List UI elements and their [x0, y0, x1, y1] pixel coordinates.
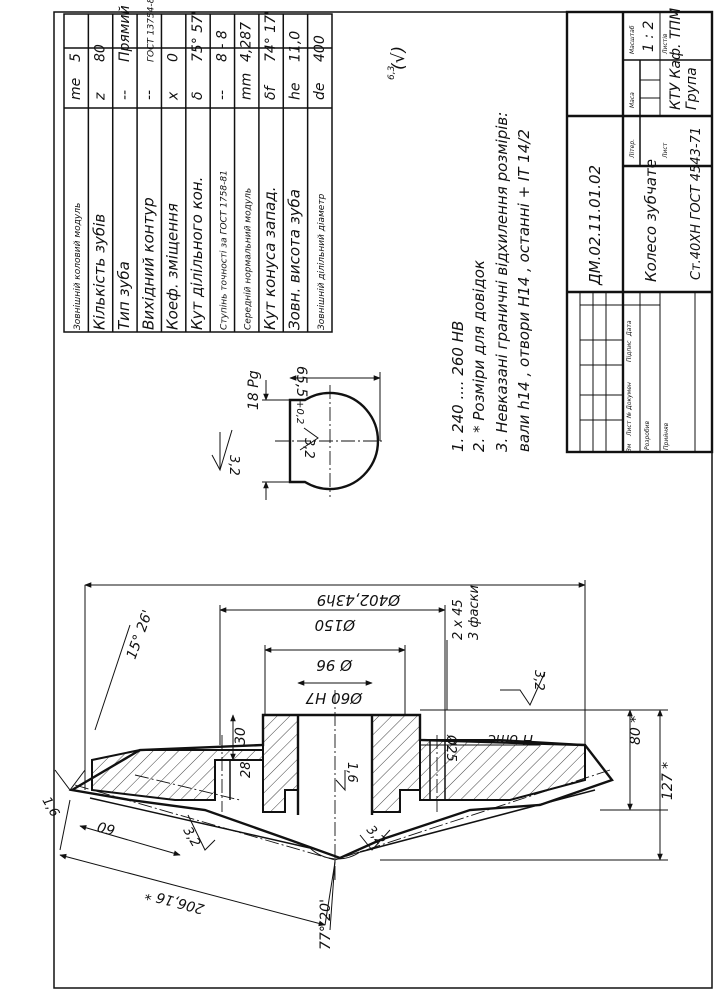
keyway-roughness-b: 3,2 — [301, 438, 316, 459]
param-symbol: δ — [190, 91, 206, 100]
param-symbol: -- — [214, 90, 230, 100]
keyway-section: 18 Pg 65,5 +0,2 3,2 3,2 — [211, 366, 385, 500]
general-roughness-value: 6,3 — [387, 65, 397, 80]
keyway-depth-tol: +0,2 — [294, 400, 305, 424]
param-value: 5 — [68, 53, 84, 62]
general-roughness-suffix: (√) — [389, 46, 409, 70]
note-4: вали h14 , отвори H14 , останні + IT 14/… — [515, 129, 533, 452]
param-name: Середній нормальний модуль — [244, 188, 254, 330]
title-material: Ст.40ХН ГОСТ 4543-71 — [689, 127, 704, 280]
chamfer-size: 2 x 45 — [451, 599, 466, 640]
param-symbol: mm — [239, 73, 255, 100]
rough-16-left: 1,6 — [39, 795, 62, 820]
keyway-width: 18 Pg — [246, 370, 262, 410]
h-ome: Н ome — [487, 731, 533, 747]
label-mass: Маса — [629, 92, 636, 108]
param-value: 8 - 8 — [214, 30, 230, 62]
chamfer-note: 3 фаски — [467, 585, 482, 640]
param-name: Зовн. висота зуба — [285, 189, 303, 330]
gear-section-view: Ø402,43h9 Ø150 Ø 96 Ø60 H7 2 x 45 3 фаск… — [39, 580, 676, 950]
param-value: 75° 57' — [190, 11, 206, 62]
param-name: Зовнішній коловий модуль — [73, 203, 83, 330]
rough-32-top: 3,2 — [531, 670, 546, 691]
param-value: 11,0 — [287, 31, 303, 62]
general-roughness: 6,3 (√) — [387, 46, 409, 80]
dim-bore: Ø60 H7 — [305, 689, 363, 707]
label-list: Лист — [626, 420, 633, 437]
dim-30: 30 — [233, 727, 249, 745]
title-scale: 1 : 2 — [641, 20, 657, 52]
param-value: 80 — [93, 44, 109, 62]
title-org-2: Група — [684, 67, 700, 110]
param-name: Вихідний контур — [139, 197, 157, 330]
param-value: 0 — [166, 53, 182, 62]
param-symbol: δf — [263, 84, 279, 100]
note-2: 2. * Розміри для довідок — [470, 260, 488, 452]
page-frame — [53, 11, 713, 989]
label-sheets: Листів — [662, 33, 669, 55]
label-sign: Підпис — [626, 340, 633, 362]
param-name: Зовнішній ділільний діаметр — [317, 193, 327, 330]
hatched-rim-top — [91, 749, 264, 801]
dim-hub-diameter: Ø150 — [315, 616, 356, 634]
dim-outer-diameter: Ø402,43h9 — [317, 591, 401, 609]
label-scale: Масштаб — [629, 25, 636, 54]
param-symbol: -- — [141, 90, 157, 100]
param-value: ГОСТ 13754-81 — [146, 0, 156, 62]
param-value: 74° 17' — [263, 11, 279, 62]
dim-25: Ø25 — [443, 734, 458, 762]
label-doc: № Докумен — [626, 382, 633, 419]
param-name: Тип зуба — [115, 261, 133, 330]
technical-requirements: 1. 240 .... 260 HB 2. * Розміри для дові… — [449, 112, 533, 452]
param-symbol: z — [93, 92, 109, 101]
title-org-1: КТУ Каф. ТПМ — [668, 8, 684, 110]
param-name: Кут конуса запад. — [261, 187, 279, 330]
label-zm: Зм — [626, 443, 633, 452]
param-name: Ступінь точності за ГОСТ 1758-81 — [219, 170, 229, 330]
note-3: 3. Невказані граничні відхилення розмірі… — [493, 112, 511, 452]
param-symbol: he — [287, 83, 303, 101]
param-name: Кількість зубів — [91, 214, 109, 330]
note-1: 1. 240 .... 260 HB — [449, 321, 467, 452]
param-symbol: me — [68, 78, 84, 100]
rough-32-mid: 3,2 — [363, 823, 388, 848]
param-name: Кут ділільного кон. — [188, 177, 206, 330]
title-block: ДМ.02.11.01.02 Колесо зубчате Ст.40ХН ГО… — [565, 8, 714, 454]
keyway-roughness-a: 3,2 — [226, 455, 241, 476]
keyway-depth: 65,5 — [293, 366, 309, 397]
param-symbol: de — [312, 83, 328, 101]
param-name: Коеф. зміщення — [164, 203, 182, 330]
dim-28: 28 — [239, 761, 254, 778]
title-designation: ДМ.02.11.01.02 — [586, 165, 604, 286]
rough-16-bore: 1,6 — [344, 762, 359, 783]
angle-bottom: 77° 20' — [318, 899, 334, 950]
param-value: 4,287 — [239, 22, 255, 62]
label-developed: Розробив — [644, 420, 651, 450]
label-sheet: Лист — [662, 142, 669, 159]
label-accepted: Прийняв — [663, 422, 670, 450]
dim-60: 60 — [96, 818, 117, 838]
dim-206: 206,16 * — [144, 885, 207, 916]
param-symbol: x — [166, 91, 182, 101]
hatched-rim-bottom — [419, 739, 586, 801]
title-part-name: Колесо зубчате — [642, 159, 660, 282]
dim-127: 127 * — [660, 762, 676, 800]
hatched-hub-bottom — [371, 714, 421, 813]
dim-80: 80 * — [628, 716, 644, 745]
param-value: Прямий — [117, 5, 133, 62]
param-symbol: -- — [117, 90, 133, 100]
rough-32-left: 3,2 — [180, 825, 203, 850]
label-liter: Літер. — [629, 139, 636, 159]
label-date: Дата — [626, 320, 633, 337]
dim-96: Ø 96 — [316, 656, 353, 674]
hatched-hub-top — [262, 714, 299, 813]
angle-top: 15° 26' — [124, 608, 156, 661]
